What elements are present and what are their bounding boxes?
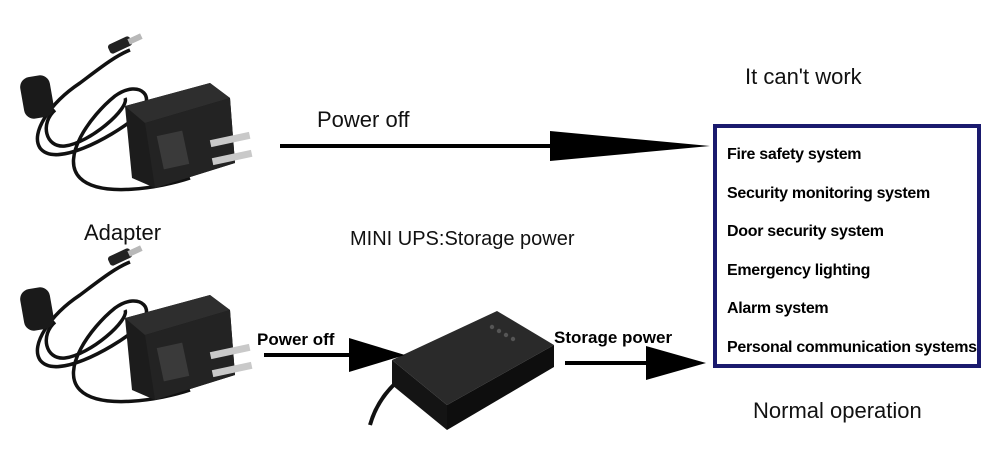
storage-power-label: Storage power xyxy=(554,328,673,347)
system-item: Fire safety system xyxy=(727,146,862,163)
systems-box: Fire safety system Security monitoring s… xyxy=(713,124,981,368)
system-item: Alarm system xyxy=(727,300,829,317)
system-item: Door security system xyxy=(727,223,884,240)
mini-ups-label: MINI UPS:Storage power xyxy=(350,228,575,250)
cant-work-label: It can't work xyxy=(745,64,862,89)
power-off-label-top: Power off xyxy=(317,107,410,132)
systems-list: Fire safety system Security monitoring s… xyxy=(717,128,977,377)
arrow-ups-to-systems xyxy=(565,346,706,380)
power-adapter-icon xyxy=(20,245,253,404)
system-item: Personal communication systems xyxy=(727,338,977,356)
mini-ups-icon xyxy=(368,311,554,430)
system-item: Emergency lighting xyxy=(727,261,871,279)
adapter-label: Adapter xyxy=(84,220,162,245)
system-item: Security monitoring system xyxy=(727,184,930,202)
arrow-adapter-to-ups xyxy=(264,338,405,372)
power-adapter-icon xyxy=(20,33,253,192)
power-off-label-bottom: Power off xyxy=(257,330,335,349)
arrow-adapter-to-systems xyxy=(280,131,710,161)
normal-operation-label: Normal operation xyxy=(753,398,922,423)
